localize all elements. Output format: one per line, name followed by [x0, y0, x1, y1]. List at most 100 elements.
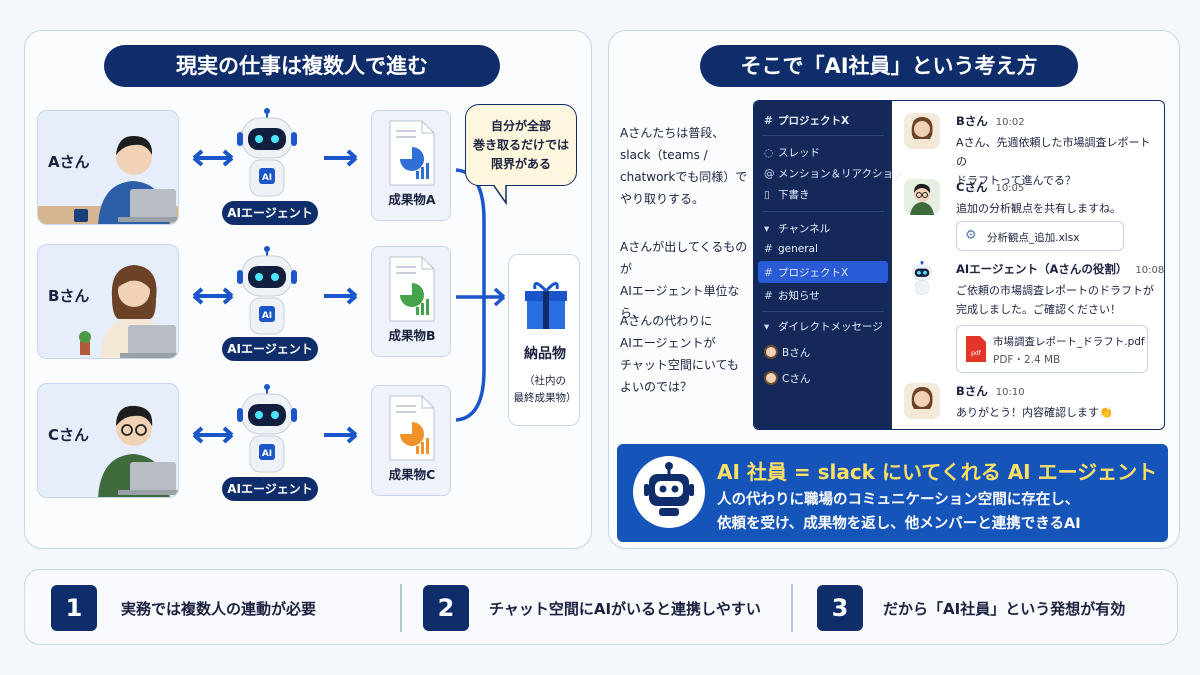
author-name: Bさん: [956, 114, 988, 128]
dm-b[interactable]: Bさん: [764, 345, 810, 360]
divider: [400, 584, 402, 632]
output-label-c: 成果物C: [388, 467, 436, 482]
workspace-name[interactable]: # プロジェクトX: [764, 113, 849, 128]
workspace-label: プロジェクトX: [778, 115, 850, 127]
speech-line-3: 限界がある: [490, 157, 551, 171]
caret-down-icon: ▾: [764, 321, 770, 333]
channel-project-x[interactable]: #プロジェクトX: [764, 265, 848, 280]
output-label-b: 成果物B: [388, 328, 436, 343]
message-body: Aさん、先週依頼した市場調査レポートのドラフトって進んでる？: [956, 133, 1161, 190]
explain-line: よいのでは？: [620, 380, 693, 394]
explain-line: Aさんが出してくるものが: [620, 240, 748, 276]
document-chart-icon: [389, 395, 435, 461]
dm-c[interactable]: Cさん: [764, 371, 810, 386]
document-chart-icon: [389, 256, 435, 322]
agent-label-c: AIエージェント: [222, 477, 318, 501]
channel-label: general: [778, 243, 818, 255]
agent-label-b: AIエージェント: [222, 337, 318, 361]
explain-paragraph-2: Aさんが出してくるものが AIエージェント単位なら、: [620, 236, 750, 324]
explain-paragraph-3: Aさんの代わりに AIエージェントが チャット空間にいても よいのでは？: [620, 310, 750, 398]
robot-icon: AI: [237, 108, 297, 197]
point-text-2: チャット空間にAIがいると連携しやすい: [489, 600, 761, 618]
avatar: [764, 371, 778, 385]
explain-paragraph-1: Aさんたちは普段、 slack（teams / chatworkでも同様）で や…: [620, 122, 750, 210]
message-line: ご依頼の市場調査レポートのドラフトが: [956, 284, 1154, 297]
message-line: 完成しました。ご確認ください！: [956, 303, 1121, 316]
author-name: Bさん: [956, 384, 988, 398]
gift-box-icon: [525, 282, 567, 329]
chat-window: #プロジェクトX ◌スレッド @メンション＆リアクション ▯下書き ▾チャンネル…: [753, 100, 1165, 430]
left-panel-title: 現実の仕事は複数人で進む: [104, 45, 500, 87]
robot-icon: AI: [237, 246, 297, 335]
explain-line: やり取りする。: [620, 192, 705, 206]
message-author: Bさん 10:02: [956, 113, 1025, 129]
explain-line: Aさんの代わりに: [620, 314, 713, 328]
sidebar-item-drafts[interactable]: ▯ 下書き: [764, 187, 810, 202]
explain-line: Aさんたちは普段、: [620, 126, 725, 140]
double-arrow-icon: [192, 149, 234, 167]
robot-badge-text: AI: [262, 173, 272, 183]
avatar: [764, 345, 778, 359]
explain-line: チャット空間にいても: [620, 358, 739, 372]
hash-icon: #: [764, 115, 773, 127]
chat-message: Bさん 10:02 Aさん、先週依頼した市場調査レポートのドラフトって進んでる？: [904, 113, 1160, 187]
person-name-c: Cさん: [48, 426, 90, 444]
message-line: ドラフトって進んでる？: [956, 174, 1076, 187]
channel-general[interactable]: #general: [764, 243, 818, 255]
person-name-b: Bさん: [48, 287, 90, 305]
sidebar-item-mentions[interactable]: @メンション＆リアクション: [764, 166, 903, 181]
pdf-badge-text: pdf: [971, 350, 982, 357]
mention-icon: @: [764, 168, 775, 180]
point-text-1: 実務では複数人の連動が必要: [121, 600, 317, 618]
message-time: 10:05: [995, 183, 1025, 194]
message-line: Aさん、先週依頼した市場調査レポートの: [956, 136, 1151, 168]
explain-line: AIエージェントが: [620, 336, 716, 350]
output-card-b: 成果物B: [371, 246, 451, 357]
speech-tail: [491, 183, 508, 205]
dm-label: Cさん: [782, 373, 811, 385]
message-line: ありがとう！内容確認します👏: [956, 406, 1113, 419]
hash-icon: #: [764, 267, 773, 279]
arrow-icon: [324, 149, 358, 167]
channel-announcements[interactable]: #お知らせ: [764, 288, 820, 303]
channels-header[interactable]: ▾チャンネル: [764, 221, 830, 236]
dm-header[interactable]: ▾ダイレクトメッセージ: [764, 319, 883, 334]
output-card-a: 成果物A: [371, 110, 451, 221]
excel-file-icon: ⚙: [965, 228, 977, 243]
sidebar-item-threads[interactable]: ◌スレッド: [764, 145, 820, 160]
arrow-icon: [324, 287, 358, 305]
attachment-name: 分析観点_追加.xlsx: [987, 232, 1080, 244]
banner-line-1: 人の代わりに職場のコミュニケーション空間に存在し、: [717, 492, 1080, 508]
attachment-pdf[interactable]: pdf 市場調査レポート_ドラフト.pdf PDF・2.4 MB: [956, 325, 1148, 373]
chat-message-ai: AIエージェント（Aさんの役割）10:08 ご依頼の市場調査レポートのドラフトが…: [904, 261, 1164, 381]
agent-label-a: AIエージェント: [222, 201, 318, 225]
point-number-3: 3: [817, 585, 863, 631]
sidebar-item-label: 下書き: [778, 189, 810, 201]
robot-icon: AI: [237, 384, 297, 473]
message-body: 追加の分析観点を共有しますね。: [956, 199, 1161, 218]
explain-line: chatworkでも同様）で: [620, 170, 748, 184]
draft-icon: ▯: [764, 189, 770, 201]
delivery-name: 納品物: [524, 346, 566, 362]
document-chart-icon: [389, 120, 435, 186]
point-number-1: 1: [51, 585, 97, 631]
robot-badge-text: AI: [262, 449, 272, 459]
avatar: [904, 179, 940, 215]
delivery-note-line-2: 最終成果物）: [513, 392, 577, 404]
attachment-excel[interactable]: ⚙ 分析観点_追加.xlsx: [956, 221, 1124, 251]
message-line: 追加の分析観点を共有しますね。: [956, 202, 1121, 215]
message-time: 10:02: [995, 117, 1025, 128]
message-author: AIエージェント（Aさんの役割）10:08: [956, 261, 1164, 277]
active-channel-highlight: [758, 261, 888, 283]
robot-avatar: [904, 261, 940, 297]
channels-header-label: チャンネル: [778, 223, 831, 235]
avatar: [904, 383, 940, 419]
thread-icon: ◌: [764, 147, 774, 159]
point-number-2: 2: [423, 585, 469, 631]
robot-badge-text: AI: [262, 311, 272, 321]
delivery-note-line-1: （社内の: [524, 375, 566, 387]
definition-banner: AI 社員 = slack にいてくれる AI エージェント 人の代わりに職場の…: [617, 444, 1168, 542]
chat-sidebar: #プロジェクトX ◌スレッド @メンション＆リアクション ▯下書き ▾チャンネル…: [754, 101, 903, 429]
